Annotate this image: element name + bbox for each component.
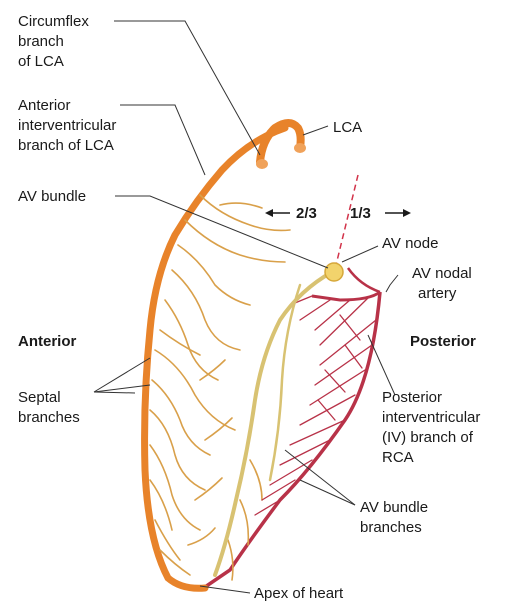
label-posterior-iv-3: (IV) branch of xyxy=(382,429,474,446)
lca-cut-end xyxy=(294,143,306,153)
label-av-nodal-artery-1: AV nodal xyxy=(412,265,472,282)
label-circumflex-1: Circumflex xyxy=(18,13,89,30)
av-nodal-artery-vessel xyxy=(348,268,380,292)
label-anterior-iv-1: Anterior xyxy=(18,97,71,114)
label-circumflex-2: branch xyxy=(18,33,64,50)
posterior-septum-contour xyxy=(205,292,380,587)
av-node xyxy=(325,263,343,281)
rca-septal-twigs xyxy=(255,296,376,515)
label-posterior-iv-2: interventricular xyxy=(382,409,480,426)
label-posterior: Posterior xyxy=(410,333,476,350)
label-av-nodal-artery-2: artery xyxy=(418,285,457,302)
label-ratio-left: 2/3 xyxy=(296,205,317,222)
ratio-arrows xyxy=(265,209,411,217)
artery-tree xyxy=(145,123,380,588)
label-anterior-iv-2: interventricular xyxy=(18,117,116,134)
label-septal-1: Septal xyxy=(18,389,61,406)
lca-vessel xyxy=(260,123,301,162)
leader-lines xyxy=(94,21,398,593)
labels: Circumflex branch of LCA Anterior interv… xyxy=(18,13,480,602)
septal-branch-network xyxy=(150,195,290,580)
label-apex: Apex of heart xyxy=(254,585,344,602)
label-ratio-right: 1/3 xyxy=(350,205,371,222)
label-av-bundle-branches-2: branches xyxy=(360,519,422,536)
circumflex-cut-end xyxy=(256,159,268,169)
label-av-bundle-branches-1: AV bundle xyxy=(360,499,428,516)
label-anterior: Anterior xyxy=(18,333,77,350)
label-posterior-iv-4: RCA xyxy=(382,449,414,466)
label-av-node: AV node xyxy=(382,235,438,252)
av-bundle-path xyxy=(215,272,332,575)
posterior-iv-branch-vessel xyxy=(312,292,380,300)
label-posterior-iv-1: Posterior xyxy=(382,389,442,406)
label-septal-2: branches xyxy=(18,409,80,426)
label-av-bundle: AV bundle xyxy=(18,188,86,205)
label-circumflex-3: of LCA xyxy=(18,53,64,70)
label-lca: LCA xyxy=(333,119,362,136)
label-anterior-iv-3: branch of LCA xyxy=(18,137,114,154)
